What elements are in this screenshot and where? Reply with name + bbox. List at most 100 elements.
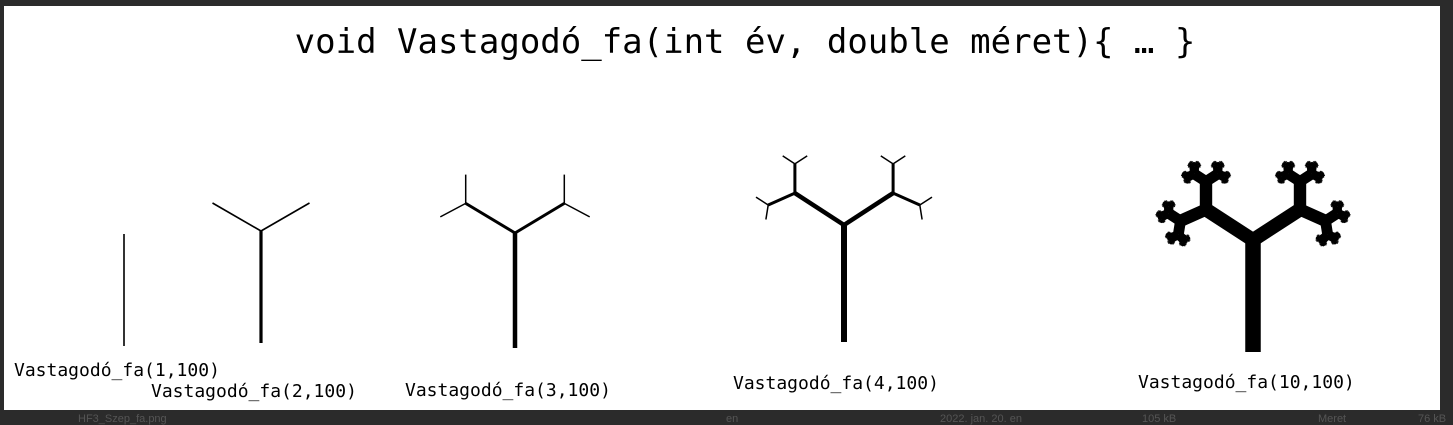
tree-10-branch [1305, 163, 1309, 168]
tree-10-branch [1189, 161, 1197, 171]
tree-2-branch [260, 202, 310, 232]
tree-10-branch [1279, 169, 1291, 181]
tree-4-branch [842, 191, 895, 227]
tree-10-branch [1321, 240, 1326, 247]
tree-10-branch [1314, 163, 1319, 168]
background-file-row: HF3_Szep_fa.png en 2022. jan. 20. en 105… [78, 413, 1446, 425]
tree-10-branch [1346, 212, 1351, 217]
tree-10-branch [1277, 170, 1281, 175]
tree-10-branch [1222, 171, 1230, 180]
tree-10-branch [1319, 170, 1324, 176]
tree-10-branch [1345, 210, 1349, 215]
tree-10-branch [1166, 232, 1171, 240]
tree-4-branch [892, 191, 921, 207]
tree-10-branch [1203, 169, 1221, 187]
tree-10-branch [1163, 201, 1171, 210]
tree-3-branch [514, 202, 566, 235]
tree-10-branch [1157, 210, 1161, 215]
tree-10-branch [1297, 169, 1315, 187]
tree-10-branch [1339, 215, 1349, 221]
tree-10-branch [1172, 220, 1186, 236]
tree-10-branch [1319, 171, 1324, 179]
tree-10-branch [1345, 211, 1350, 218]
tree-10-branch [1313, 162, 1318, 169]
tree-10-branch [1225, 171, 1230, 179]
tree-10-branch [1341, 210, 1349, 220]
tree-10-branch [1185, 177, 1191, 184]
tree-10-branch [1155, 212, 1160, 217]
tree-10-branch [1211, 162, 1217, 169]
tree-10-branch [1330, 202, 1335, 208]
tree-10-branch [1330, 236, 1339, 242]
tree-10-branch [1182, 171, 1187, 179]
tree-4-branch [892, 155, 906, 165]
tree-10-branch [1180, 240, 1187, 247]
figure-background [4, 6, 1440, 410]
tree-caption-10: Vastagodó_fa(10,100) [1138, 372, 1355, 393]
tree-10-branch [1278, 177, 1283, 184]
tree-10-branch [1212, 161, 1220, 171]
tree-10-branch [1197, 163, 1201, 168]
tree-10-branch [1223, 177, 1228, 184]
tree-10-branch [1220, 176, 1229, 181]
file-name: HF3_Szep_fa.png [78, 413, 167, 425]
tree-10-branch [1158, 217, 1162, 223]
tree-10-branch [1276, 171, 1281, 179]
tree-10-branch [1188, 162, 1193, 169]
tree-10-branch [1283, 160, 1287, 166]
tree-10-branch [1167, 236, 1176, 242]
tree-10-branch [1185, 234, 1190, 239]
tree-10-branch [1169, 230, 1181, 242]
tree-4-branch [765, 204, 769, 220]
tree-10-branch [1340, 202, 1344, 208]
tree-10-branch [1276, 171, 1284, 180]
tree-10-branch [1289, 162, 1295, 169]
tree-10-branch [1162, 202, 1166, 208]
tree-caption-2: Vastagodó_fa(2,100) [151, 381, 357, 402]
tree-10-branch [1165, 208, 1184, 226]
file-size: 105 kB [1142, 413, 1176, 425]
tree-10-branch [1315, 235, 1323, 240]
tree-3-branch [464, 202, 516, 235]
tree-10-branch [1215, 161, 1223, 171]
file-col6: 76 kB [1418, 413, 1446, 425]
tree-4-branch [793, 191, 846, 227]
tree-10-branch [1286, 161, 1294, 171]
tree-10-branch [1322, 208, 1341, 226]
tree-10-branch [1166, 232, 1174, 241]
tree-10-branch [1335, 232, 1340, 240]
tree-4-branch [755, 196, 769, 206]
tree-10-branch [1332, 201, 1340, 210]
tree-10 [1155, 160, 1351, 352]
tree-10-branch [1184, 236, 1191, 242]
tree-10-branch [1184, 177, 1189, 184]
tree-10-branch [1277, 176, 1286, 181]
tree-10-branch [1169, 238, 1175, 245]
tree-10-branch [1192, 161, 1200, 171]
tree-10-branch [1340, 217, 1347, 224]
tree-4 [755, 155, 933, 342]
tree-4-branch [782, 155, 796, 165]
file-col5: Meret [1318, 413, 1346, 425]
tree-10-branch [1335, 201, 1343, 210]
tree-4-branch [919, 204, 923, 220]
tree-10-branch [1182, 171, 1191, 180]
tree-10-branch [1159, 217, 1166, 224]
tree-4-branch [880, 155, 894, 165]
tree-10-branch [1344, 210, 1348, 215]
tree-10-branch [1315, 177, 1321, 184]
tree-10-branch [1171, 202, 1176, 208]
tree-10-branch [1182, 170, 1187, 176]
tree-10-branch [1160, 209, 1171, 221]
tree-10-branch [1158, 210, 1162, 215]
tree-2-branch [212, 202, 262, 232]
tree-10-branch [1317, 177, 1322, 184]
tree-10-branch [1283, 161, 1291, 171]
tree-3-branch [563, 202, 591, 218]
tree-4-branch [919, 196, 933, 206]
file-col2: en [726, 413, 738, 425]
tree-10-branch [1320, 220, 1334, 236]
tree-10-branch [1177, 203, 1209, 227]
tree-10-branch [1166, 201, 1174, 210]
